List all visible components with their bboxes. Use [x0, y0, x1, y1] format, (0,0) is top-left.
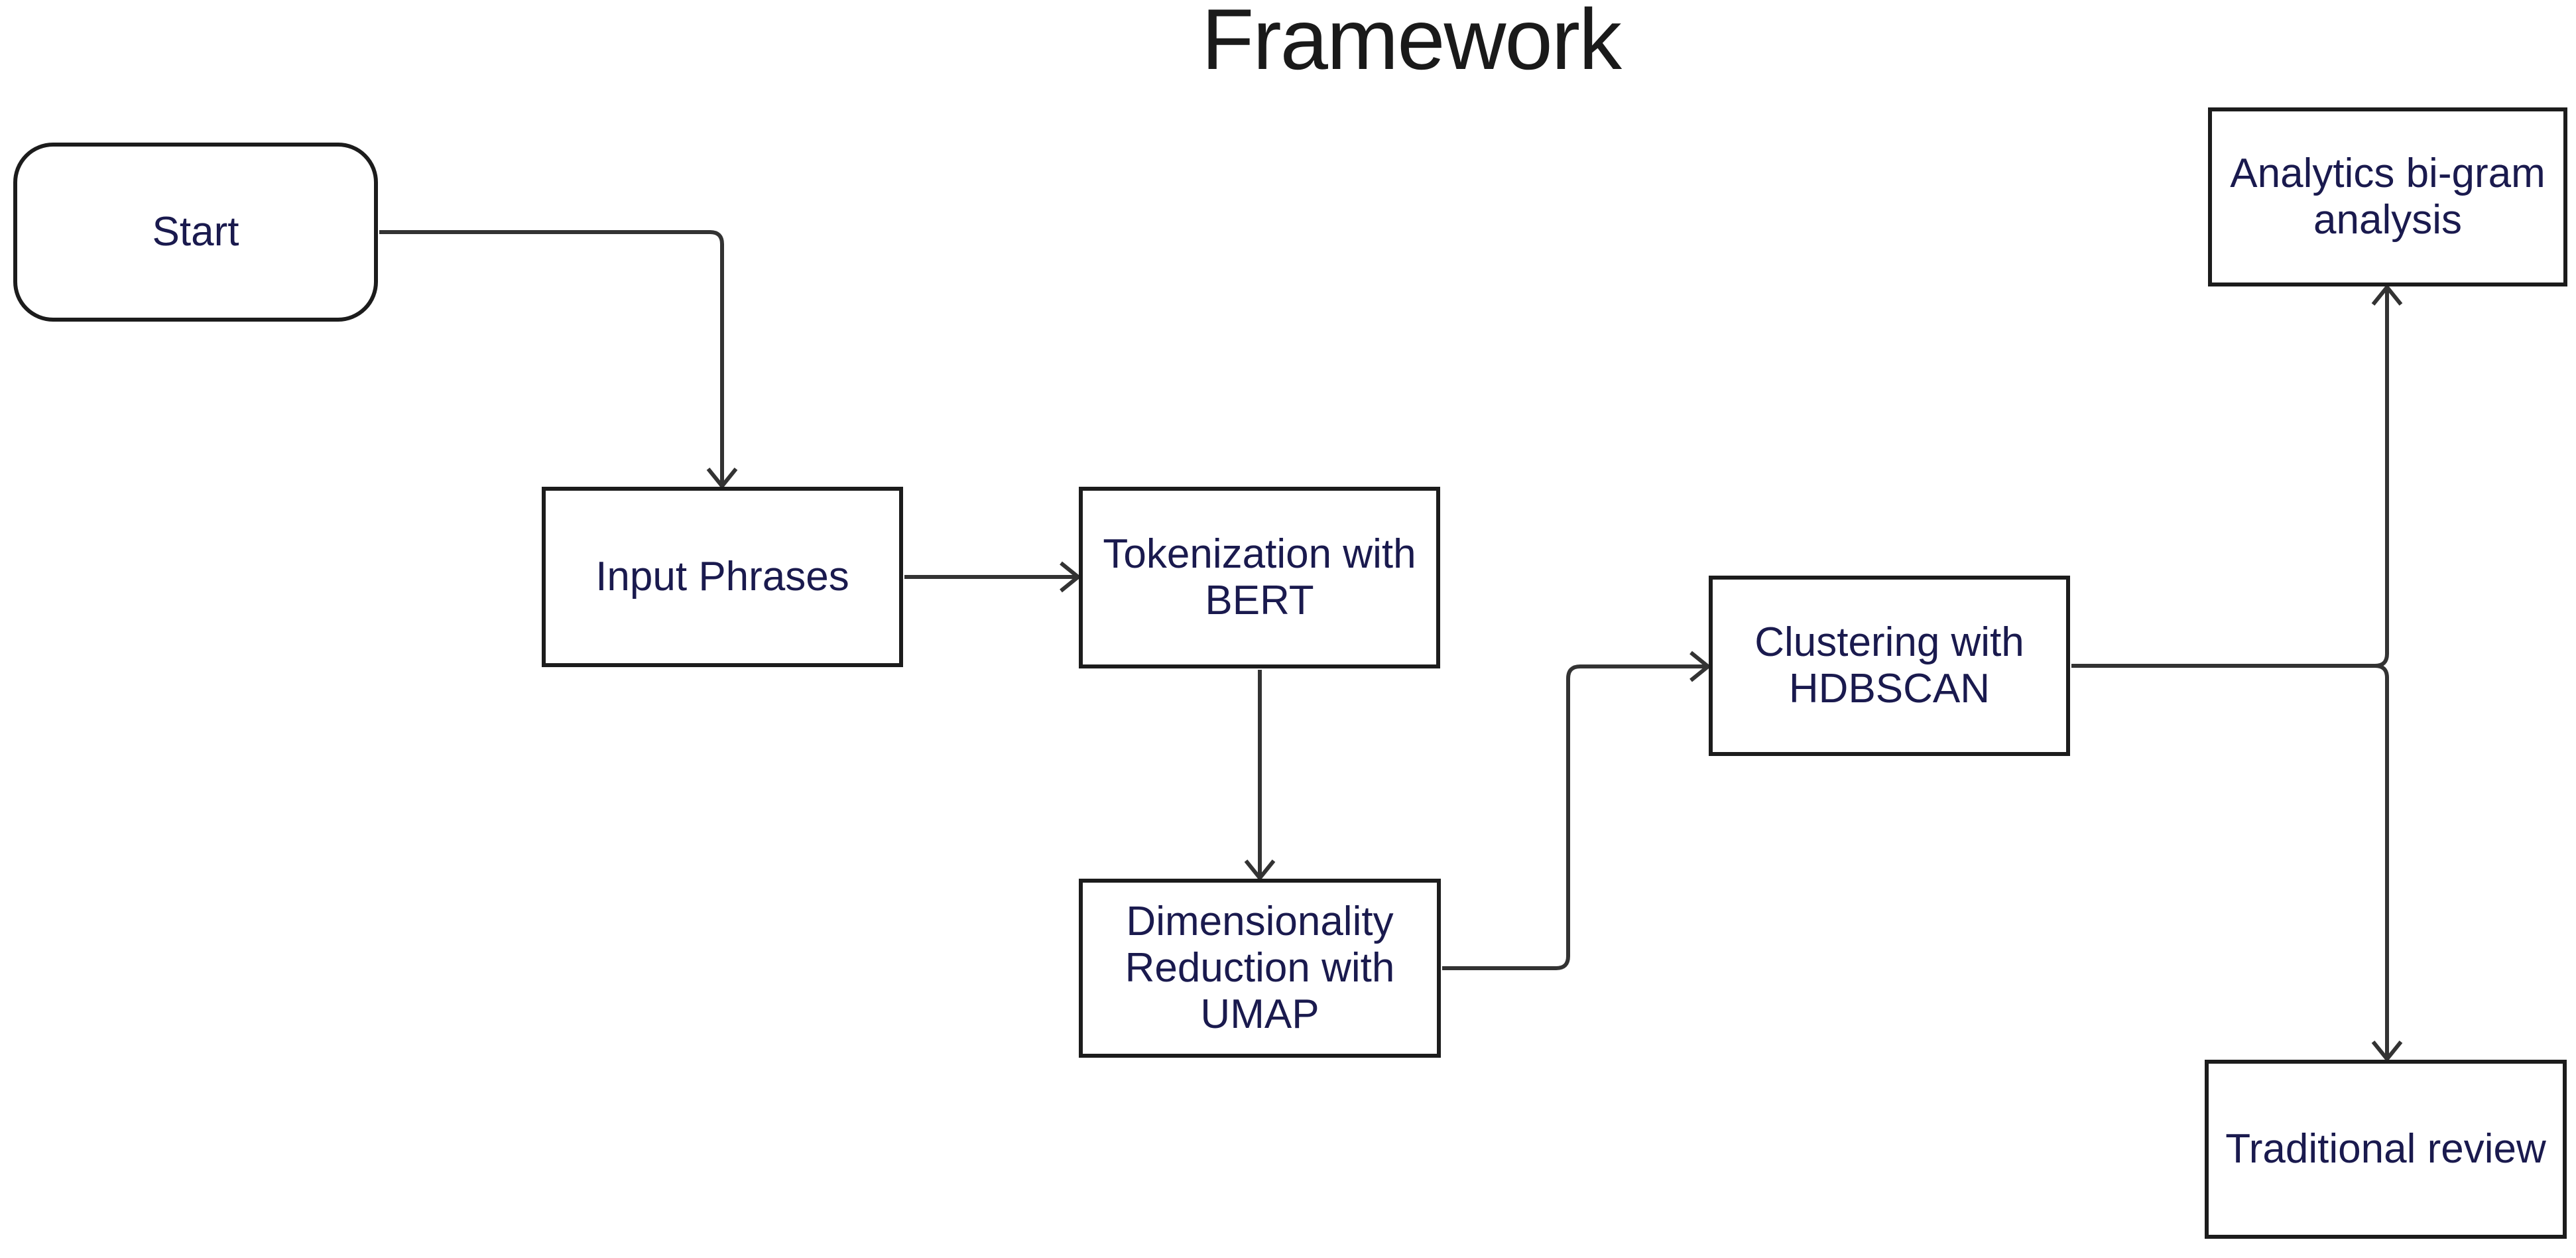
node-traditional-review-label: Traditional review: [2225, 1125, 2546, 1172]
node-start-label: Start: [152, 208, 239, 255]
node-tokenization-bert: Tokenization with BERT: [1079, 487, 1440, 668]
node-input-phrases-label: Input Phrases: [595, 553, 849, 599]
edge-dimred-to-cluster: [1442, 664, 1705, 970]
edge-cluster-to-review: [2374, 664, 2389, 1056]
arrowhead-up-into-analytics: [2371, 284, 2403, 306]
node-traditional-review: Traditional review: [2205, 1060, 2567, 1239]
node-clustering-hdbscan-label: Clustering with HDBSCAN: [1754, 619, 2024, 712]
node-analytics-bigram-analysis: Analytics bi-gram analysis: [2208, 107, 2567, 286]
arrowhead-right-into-tokenize: [1060, 561, 1081, 593]
node-start: Start: [13, 143, 378, 322]
arrowhead-down-into-review: [2371, 1040, 2403, 1062]
node-tokenization-bert-label: Tokenization with BERT: [1103, 531, 1416, 623]
arrowhead-down-into-dimred: [1244, 859, 1276, 881]
diagram-title: Framework: [1201, 0, 1622, 88]
edge-start-to-input: [379, 230, 724, 484]
node-analytics-bigram-analysis-label: Analytics bi-gram analysis: [2230, 150, 2545, 243]
node-input-phrases: Input Phrases: [542, 487, 903, 667]
node-clustering-hdbscan: Clustering with HDBSCAN: [1709, 576, 2070, 756]
node-dimensionality-reduction-umap: Dimensionality Reduction with UMAP: [1079, 879, 1441, 1058]
arrowhead-right-into-cluster: [1689, 651, 1711, 682]
edge-cluster-to-analytics: [2071, 289, 2389, 668]
arrowhead-down-into-input: [706, 468, 738, 489]
node-dimensionality-reduction-umap-label: Dimensionality Reduction with UMAP: [1125, 898, 1395, 1038]
